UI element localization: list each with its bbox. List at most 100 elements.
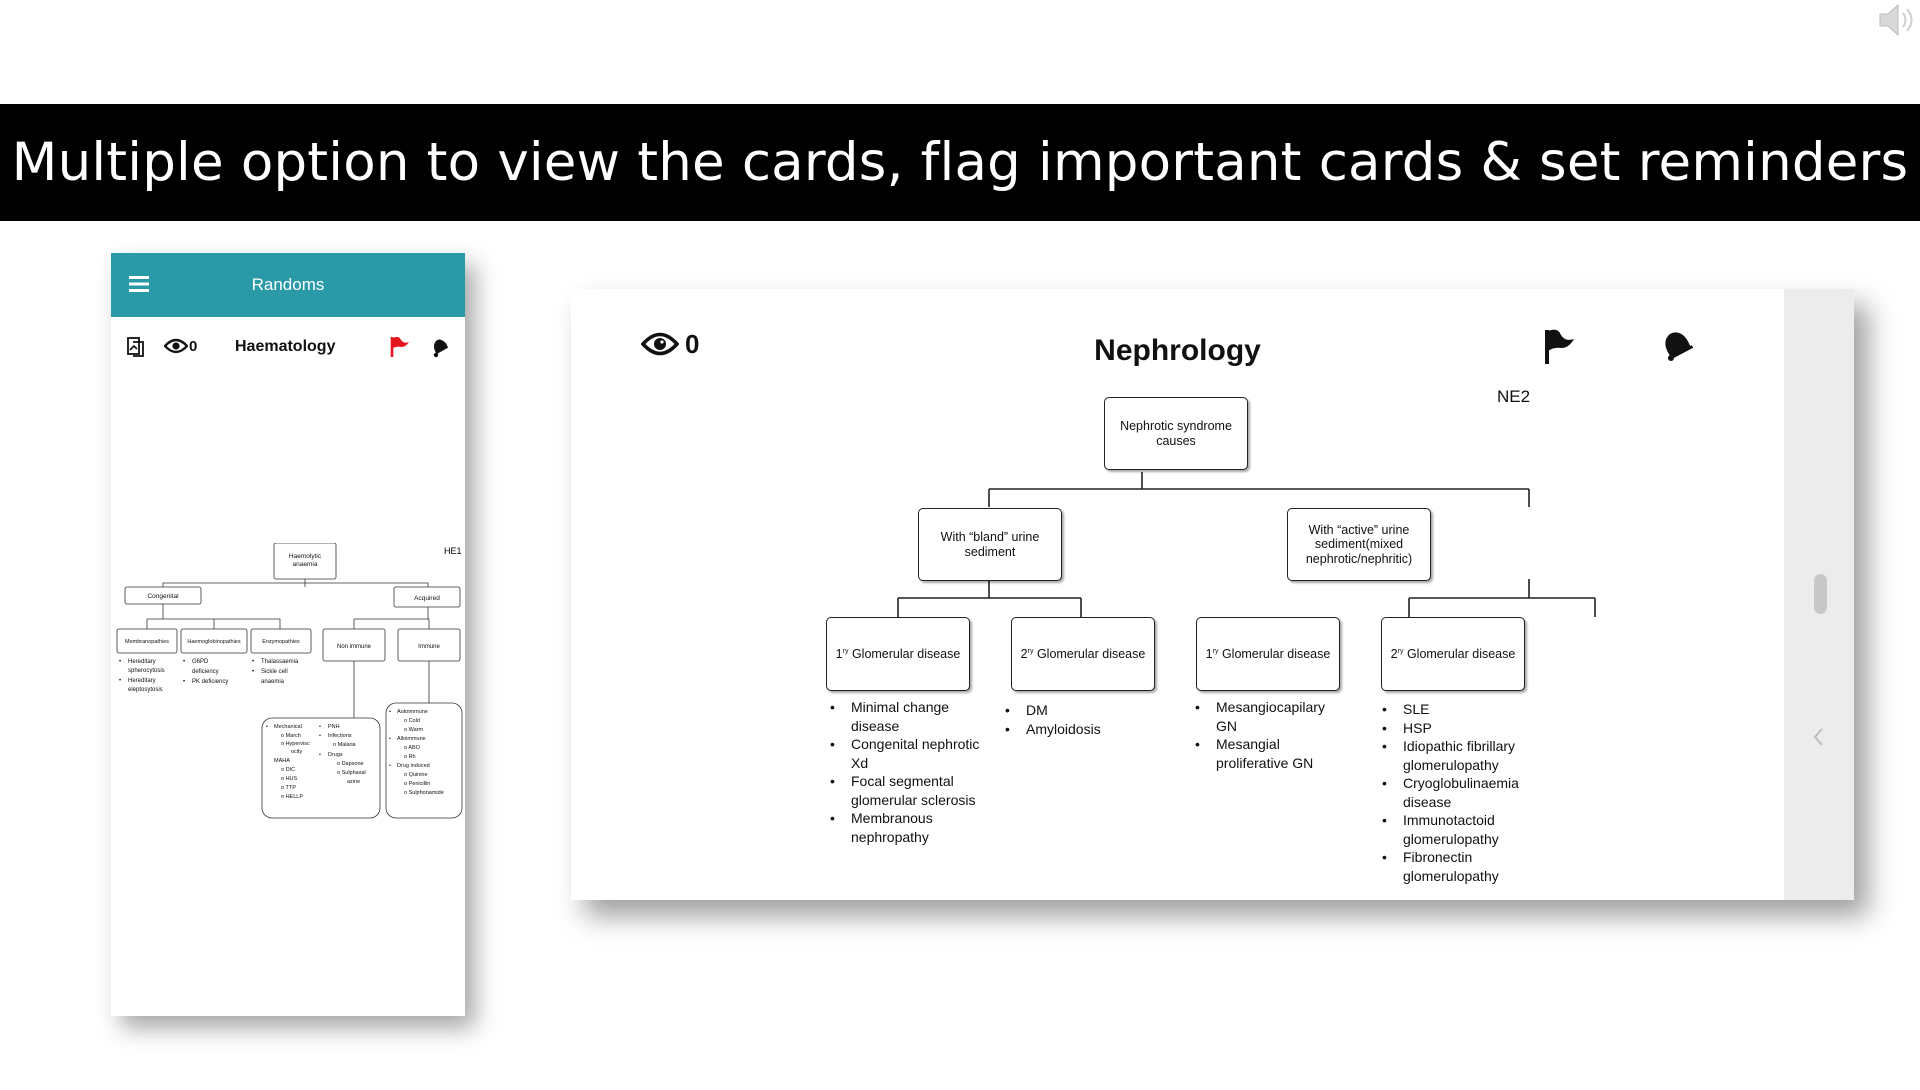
leaf-label-3: 1ry Glomerular disease	[1205, 646, 1331, 661]
mini-root-line1: Haemolytic	[289, 553, 322, 560]
svg-text:o HUS: o HUS	[281, 776, 298, 782]
card-code: NE2	[1497, 387, 1531, 406]
list-item: Membranous nephropathy	[828, 809, 993, 846]
svg-text:o Cold: o Cold	[404, 718, 420, 724]
mini-non-immune-list	[261, 717, 381, 819]
svg-text:o Warm: o Warm	[404, 727, 423, 733]
svg-text:o Malaria: o Malaria	[333, 742, 357, 748]
scrollbar-track[interactable]	[1784, 289, 1854, 900]
svg-text:deficiency: deficiency	[192, 669, 219, 675]
mini-non-immune-label: Non immune	[337, 644, 372, 650]
branch-bland-box: With “bland” urine sediment	[918, 508, 1062, 581]
leaf-label-1: 1ry Glomerular disease	[835, 646, 961, 661]
svg-text:o Penicillin: o Penicillin	[404, 781, 430, 787]
leaf-box-2: 2ry Glomerular disease	[1011, 617, 1155, 691]
banner-title: Multiple option to view the cards, flag …	[0, 104, 1920, 221]
svg-text:•: •	[252, 669, 254, 675]
svg-text:Alloimmune: Alloimmune	[397, 736, 426, 742]
svg-text:o Dapsone: o Dapsone	[337, 761, 364, 767]
svg-text:o Rh: o Rh	[404, 754, 416, 760]
eye-icon	[641, 332, 679, 356]
mini-root-line2: anaemia	[293, 561, 318, 568]
mini-non-immune-items: •Mechanical o March o Hypervisc ocity MA…	[266, 724, 366, 800]
list-item: Mesangial proliferative GN	[1193, 735, 1343, 772]
svg-text:o Hypervisc: o Hypervisc	[281, 741, 310, 747]
list-item: Amyloidosis	[1003, 720, 1153, 739]
leaf-1-items: Minimal change disease Congenital nephro…	[828, 698, 993, 846]
flag-icon[interactable]	[1540, 327, 1578, 367]
phone-app-bar: Randoms	[111, 253, 465, 317]
nephrology-card: 0 Nephrology NE2 Nephrotic syndrome caus…	[571, 289, 1854, 900]
svg-text:o Sulphasal: o Sulphasal	[337, 770, 366, 776]
leaf-3-items: Mesangiocapilary GN Mesangial proliferat…	[1193, 698, 1343, 772]
leaf-label-2: 2ry Glomerular disease	[1020, 646, 1146, 661]
svg-text:azine: azine	[347, 779, 360, 785]
svg-text:o DIC: o DIC	[281, 767, 295, 773]
mini-immune-list	[385, 702, 463, 819]
mini-acquired-box	[393, 586, 461, 608]
branch-active-label: With “active” urine sediment(mixed nephr…	[1305, 522, 1413, 566]
leaf-4-items: SLE HSP Idiopathic fibrillary glomerulop…	[1380, 700, 1540, 885]
svg-text:•: •	[119, 678, 121, 684]
leaf-box-3: 1ry Glomerular disease	[1196, 617, 1340, 691]
svg-text:eleptosytosis: eleptosytosis	[128, 687, 163, 693]
leaf-label-4: 2ry Glomerular disease	[1390, 646, 1516, 661]
chevron-left-icon[interactable]	[1812, 727, 1826, 747]
svg-text:Hereditary: Hereditary	[128, 659, 156, 665]
list-item: DM	[1003, 701, 1153, 720]
nephrology-diagram: Nephrotic syndrome causes With “bland” u…	[571, 289, 1854, 900]
phone-view-count: 0	[189, 338, 198, 355]
scrollbar-thumb[interactable]	[1814, 574, 1827, 614]
mini-haemoglobinopathies-items: • G6PD deficiency • PK deficiency	[183, 659, 228, 685]
list-item: Focal segmental glomerular sclerosis	[828, 772, 993, 809]
svg-text:o ABO: o ABO	[404, 745, 421, 751]
leaf-box-4: 2ry Glomerular disease	[1381, 617, 1525, 691]
card-title: Nephrology	[1094, 334, 1261, 367]
svg-text:ocity: ocity	[291, 749, 303, 755]
list-item: Idiopathic fibrillary glomerulopathy	[1380, 737, 1540, 774]
svg-text:Hereditary: Hereditary	[128, 678, 156, 684]
svg-text:Infections: Infections	[328, 733, 352, 739]
hamburger-menu-icon[interactable]	[129, 274, 149, 294]
bell-icon[interactable]	[429, 336, 451, 358]
leaf-box-1: 1ry Glomerular disease	[826, 617, 970, 691]
svg-text:•: •	[389, 736, 391, 742]
phone-header-title: Randoms	[251, 275, 325, 294]
list-item: Cryoglobulinaemia disease	[1380, 774, 1540, 811]
list-item: Fibronectin glomerulopathy	[1380, 848, 1540, 885]
list-item: SLE	[1380, 700, 1540, 719]
list-item: Mesangiocapilary GN	[1193, 698, 1343, 735]
svg-text:PK deficiency: PK deficiency	[192, 679, 228, 685]
mini-immune-items: • Autoimmune o Cold o Warm • Alloimmune o …	[389, 709, 444, 796]
svg-text:Drugs: Drugs	[328, 752, 343, 758]
list-item: Congenital nephrotic Xd	[828, 735, 993, 772]
bell-icon[interactable]	[1659, 327, 1695, 363]
svg-text:PNH: PNH	[328, 724, 340, 730]
svg-text:o Sulphonamide: o Sulphonamide	[404, 790, 444, 796]
flag-icon[interactable]	[387, 335, 411, 359]
svg-text:•: •	[319, 752, 321, 758]
svg-text:•: •	[252, 659, 254, 665]
mini-enzymopathies-box	[250, 628, 312, 654]
speaker-icon[interactable]	[1878, 0, 1920, 40]
svg-text:•: •	[183, 659, 185, 665]
svg-text:Autoimmune: Autoimmune	[397, 709, 428, 715]
svg-text:spherocytosis: spherocytosis	[128, 668, 165, 674]
svg-text:•: •	[183, 679, 185, 685]
phone-mockup: Randoms 0 Haematology HE1	[111, 253, 465, 1016]
svg-text:Mechanical: Mechanical	[274, 724, 302, 730]
phone-subject-title: Haematology	[235, 338, 336, 355]
mini-immune-label: Immune	[418, 644, 440, 650]
svg-text:G6PD: G6PD	[192, 659, 209, 665]
phone-toolbar: 0 Haematology	[111, 333, 465, 363]
switch-view-icon[interactable]	[125, 336, 147, 358]
mini-congenital-label: Congenital	[147, 593, 179, 600]
mini-acquired-label: Acquired	[414, 595, 440, 602]
svg-text:Drug induced: Drug induced	[397, 763, 430, 769]
svg-text:o Quinine: o Quinine	[404, 772, 428, 778]
list-item: HSP	[1380, 719, 1540, 738]
svg-text:Sickle cell: Sickle cell	[261, 669, 288, 675]
svg-text:o March: o March	[281, 733, 301, 739]
mini-membranopathies-items: •Hereditary spherocytosis •Hereditary el…	[119, 659, 165, 693]
svg-text:•: •	[389, 709, 391, 715]
